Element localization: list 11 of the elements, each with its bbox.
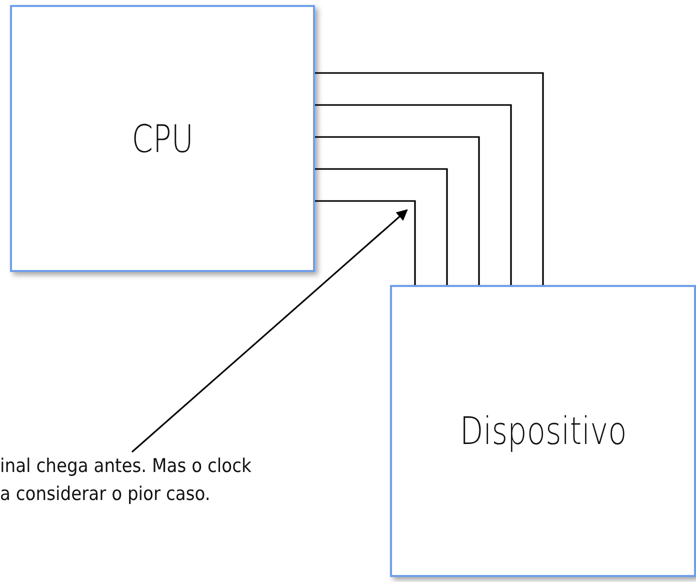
box-label: CPU: [132, 116, 194, 160]
leader-line: [131, 209, 408, 453]
bus-line: [315, 136, 480, 285]
bus-line: [315, 200, 416, 285]
process-box: [10, 5, 315, 272]
bus-line: [315, 104, 512, 285]
box-label: Dispositivo: [460, 409, 626, 453]
bus-line: [315, 168, 448, 285]
bus-line: [315, 72, 544, 285]
process-box: [390, 285, 696, 577]
note-text: inal chega antes. Mas o clock a considerar o pior caso.: [0, 452, 258, 508]
